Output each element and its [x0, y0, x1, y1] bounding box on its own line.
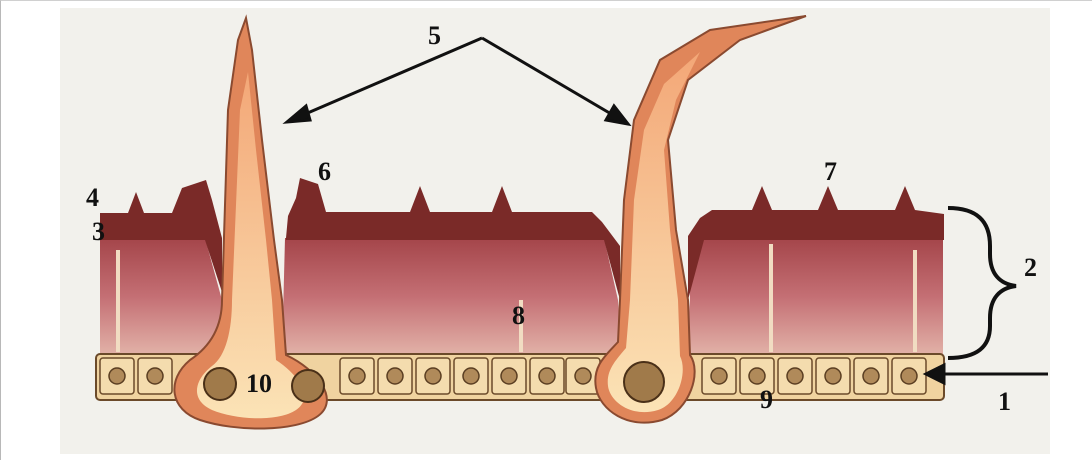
- label-10: 10: [246, 369, 272, 398]
- label-2: 2: [1024, 253, 1037, 282]
- cell-nucleus: [425, 368, 441, 384]
- label-4: 4: [86, 183, 99, 212]
- arrows-label-5: [287, 38, 628, 124]
- label-1: 1: [998, 387, 1011, 416]
- label-7: 7: [824, 157, 837, 186]
- bracket-label-2: [948, 208, 1016, 358]
- label-3: 3: [92, 217, 105, 246]
- cell-nucleus: [387, 368, 403, 384]
- trichogen-nucleus: [624, 362, 664, 402]
- cell-nucleus: [349, 368, 365, 384]
- label-6: 6: [318, 157, 331, 186]
- label-9: 9: [760, 385, 773, 414]
- trichogen-nucleus-right: [624, 362, 664, 402]
- cell-nucleus: [787, 368, 803, 384]
- trichogen-nucleus: [204, 368, 236, 400]
- cell-nucleus: [501, 368, 517, 384]
- cell-nucleus: [711, 368, 727, 384]
- label-8: 8: [512, 301, 525, 330]
- cell-nucleus: [147, 368, 163, 384]
- label-5: 5: [428, 21, 441, 50]
- cell-nucleus: [901, 368, 917, 384]
- cell-nucleus: [463, 368, 479, 384]
- cell-nucleus: [575, 368, 591, 384]
- cell-nucleus: [749, 368, 765, 384]
- cell-nucleus: [825, 368, 841, 384]
- trichogen-nucleus: [292, 370, 324, 402]
- cell-nucleus: [109, 368, 125, 384]
- arrow-label-1: [926, 365, 1048, 383]
- cell-nucleus: [539, 368, 555, 384]
- cell-nucleus: [863, 368, 879, 384]
